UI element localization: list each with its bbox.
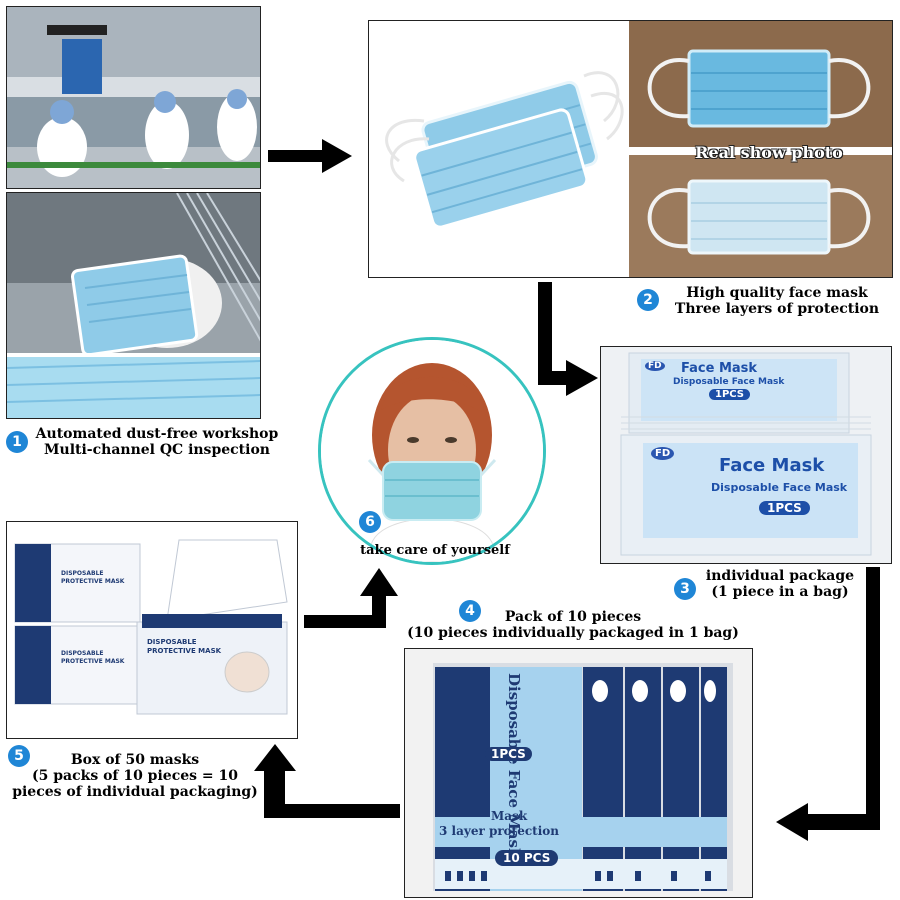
step-3-line2: (1 piece in a bag) (711, 584, 849, 600)
arrow-2-to-3 (538, 282, 598, 396)
box-label-1: DISPOSABLE PROTECTIVE MASK (61, 570, 125, 585)
pack-count-top: 1PCS (709, 389, 751, 400)
step-5-caption: Box of 50 masks (5 packs of 10 pieces = … (4, 752, 266, 800)
step-2-line1: High quality face mask (686, 285, 868, 301)
workshop-photo (6, 6, 261, 189)
step-6-caption: take care of yourself (360, 543, 510, 558)
box-photo: DISPOSABLE PROTECTIVE MASK DISPOSABLE PR… (6, 521, 298, 739)
step-5-badge: 5 (8, 745, 30, 767)
pack-sub-front: Disposable Face Mask (711, 481, 848, 494)
step-4-caption: Pack of 10 pieces (10 pieces individuall… (398, 609, 748, 641)
bag-pcs: 1PCS (485, 747, 532, 761)
pack-brand-front: FD (651, 447, 675, 460)
step-1-line2: Multi-channel QC inspection (44, 442, 270, 458)
pack-title-front: Face Mask (719, 455, 825, 476)
individual-package-photo: FD Face Mask Disposable Face Mask 1PCS F… (600, 346, 892, 564)
step-3-line1: individual package (705, 568, 855, 584)
pack-of-ten-photo: Disposable Face Mask 1PCS Mask 3 layer p… (404, 648, 753, 898)
box-label-2: DISPOSABLE PROTECTIVE MASK (61, 650, 125, 665)
arrow-5-to-6 (304, 568, 398, 628)
masks-photo: Real show photo (368, 20, 893, 278)
portrait-circle (318, 337, 546, 565)
step-2-caption: High quality face mask Three layers of p… (662, 285, 892, 317)
pack-brand-top: FD (645, 361, 665, 371)
step-3-caption: individual package (1 piece in a bag) (700, 568, 860, 600)
step-1-caption: Automated dust-free workshop Multi-chann… (30, 426, 284, 458)
box-label-3: DISPOSABLE PROTECTIVE MASK (147, 638, 222, 655)
arrow-3-to-4 (776, 567, 880, 841)
inspection-photo (6, 192, 261, 419)
step-5-line2: (5 packs of 10 pieces = 10 (32, 768, 238, 784)
bag-title: Disposable Face Mask (505, 673, 523, 859)
arrow-1-to-2 (268, 139, 352, 173)
bag-count: 10 PCS (495, 850, 559, 866)
step-2-badge: 2 (637, 289, 659, 311)
arrow-4-to-5 (254, 744, 400, 818)
pack-sub-top: Disposable Face Mask (673, 377, 785, 387)
step-4-badge: 4 (459, 600, 481, 622)
step-3-badge: 3 (674, 578, 696, 600)
step-5-line3: pieces of individual packaging) (12, 784, 258, 800)
step-6-badge: 6 (359, 511, 381, 533)
step-2-line2: Three layers of protection (674, 301, 880, 317)
pack-title-top: Face Mask (681, 361, 758, 376)
step-1-line1: Automated dust-free workshop (35, 426, 279, 442)
step-5-line1: Box of 50 masks (70, 752, 200, 768)
bag-layer: 3 layer protection (439, 824, 559, 838)
step-1-badge: 1 (6, 431, 28, 453)
real-show-photo-label: Real show photo (695, 143, 843, 162)
pack-count-front: 1PCS (759, 501, 810, 515)
step-4-line1: Pack of 10 pieces (504, 609, 642, 625)
bag-mask: Mask (491, 809, 528, 823)
step-4-line2: (10 pieces individually packaged in 1 ba… (407, 625, 739, 641)
